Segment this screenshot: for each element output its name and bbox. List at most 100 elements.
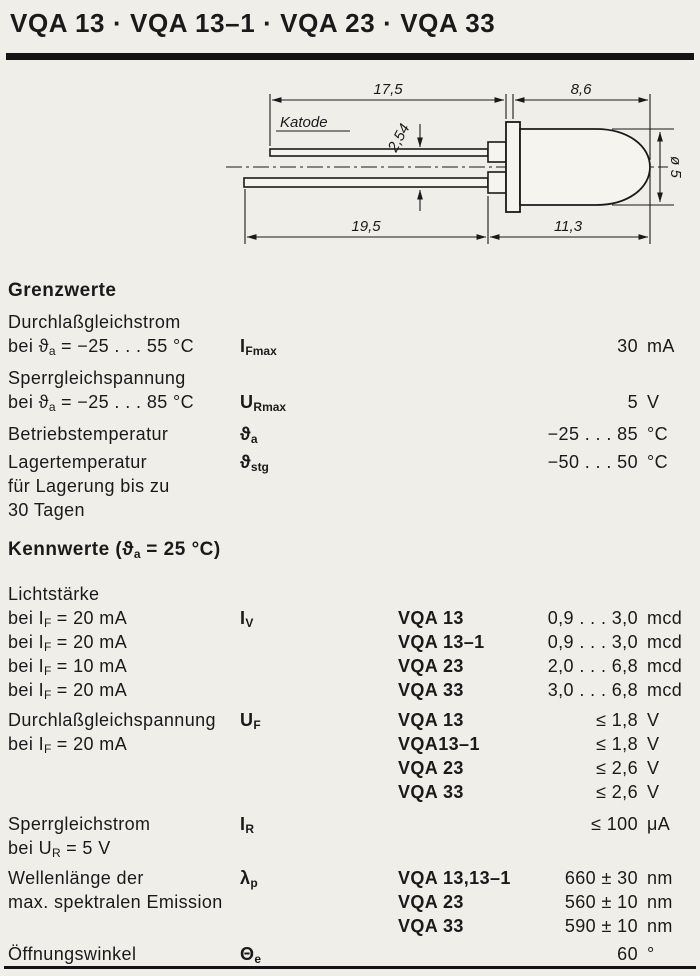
condition-subscript: R: [52, 846, 61, 860]
device-type: VQA 33: [398, 916, 464, 936]
param-condition: bei IF = 10 mA: [8, 654, 240, 678]
spacer-cell: [398, 334, 528, 358]
value: 660 ± 30: [564, 868, 638, 888]
symbol-subscript: stg: [250, 460, 269, 474]
table-row: VQA 33 ≤ 2,6 V: [8, 780, 692, 804]
unit: mcd: [647, 632, 683, 652]
symbol-main: U: [240, 392, 254, 412]
symbol-main: I: [240, 336, 246, 356]
unit: V: [647, 734, 660, 754]
table-row: bei IF = 20 mA VQA 33 3,0 . . . 6,8 mcd: [8, 678, 692, 702]
value: 2,0 . . . 6,8: [547, 656, 638, 676]
device-type: VQA 23: [398, 892, 464, 912]
unit: °C: [647, 452, 668, 472]
param-condition: bei IF = 20 mA: [8, 732, 240, 756]
device-type: VQA13–1: [398, 734, 480, 754]
symbol-main: I: [240, 814, 246, 834]
table-row: für Lagerung bis zu: [8, 474, 692, 498]
value: ≤ 1,8: [596, 710, 638, 730]
value: 0,9 . . . 3,0: [547, 608, 638, 628]
symbol-subscript: p: [250, 876, 258, 890]
value: ≤ 100: [591, 814, 638, 834]
symbol: IV: [240, 606, 398, 630]
symbol-subscript: F: [253, 718, 261, 732]
param-label: Sperrgleichstrom: [8, 814, 151, 834]
condition-subscript: F: [44, 640, 52, 654]
table-row: Betriebstemperatur ϑa −25 . . . 85 °C: [8, 422, 692, 446]
symbol-subscript: V: [245, 616, 254, 630]
dim-label-diameter: ø 5: [667, 156, 684, 178]
unit: nm: [647, 868, 673, 888]
value: ≤ 2,6: [596, 782, 638, 802]
unit: nm: [647, 892, 673, 912]
page-title: VQA 13 · VQA 13–1 · VQA 23 · VQA 33: [10, 8, 496, 38]
symbol: IR: [240, 812, 398, 836]
symbol-main: Θ: [240, 944, 255, 964]
spacer-cell: [240, 678, 398, 702]
unit: V: [647, 392, 660, 412]
heading-text: Kennwerte (ϑ: [8, 539, 134, 560]
condition-text: bei I: [8, 608, 45, 628]
value: 3,0 . . . 6,8: [547, 680, 638, 700]
condition-text: = 20 mA: [51, 608, 128, 628]
symbol-subscript: Rmax: [253, 400, 287, 414]
spacer-cell: [240, 630, 398, 654]
param-label: Wellenlänge der: [8, 868, 144, 888]
led-body: [519, 128, 651, 206]
table-row: bei IF = 20 mA VQA13–1 ≤ 1,8 V: [8, 732, 692, 756]
param-label: Sperrgleichspannung: [8, 368, 186, 388]
led-flange: [505, 121, 521, 213]
symbol: ϑstg: [240, 450, 398, 474]
value: 560 ± 10: [564, 892, 638, 912]
symbol-subscript: e: [254, 952, 262, 966]
table-row: bei IF = 20 mA VQA 13–1 0,9 . . . 3,0 mc…: [8, 630, 692, 654]
value: 0,9 . . . 3,0: [547, 632, 638, 652]
led-package: [243, 121, 651, 213]
heading-text: = 25 °C): [140, 539, 221, 560]
spacer-cell: [8, 780, 240, 804]
symbol: λp: [240, 866, 398, 890]
katode-label: Katode: [280, 114, 328, 131]
spacer-cell: [398, 812, 528, 836]
param-label: 30 Tagen: [8, 500, 85, 520]
condition-text: = 20 mA: [51, 734, 128, 754]
table-row: VQA 33 590 ± 10 nm: [8, 914, 692, 938]
dim-label-lead-bottom: 19,5: [351, 218, 381, 235]
unit: μA: [647, 814, 671, 834]
title-rule: [6, 53, 694, 60]
param-condition: bei IF = 20 mA: [8, 606, 240, 630]
param-label: max. spektralen Emission: [8, 892, 223, 912]
device-type: VQA 13–1: [398, 632, 485, 652]
table-row: 30 Tagen: [8, 498, 692, 522]
spacer-cell: [8, 756, 240, 780]
device-type: VQA 23: [398, 758, 464, 778]
param-label: für Lagerung bis zu: [8, 476, 170, 496]
led-dimension-drawing: 17,5 8,6 Katode 2,54 ø 5 19,5 11,3: [226, 81, 684, 244]
dim-label-body-bottom: 11,3: [554, 218, 583, 235]
condition-subscript: F: [44, 742, 52, 756]
anode-tab: [487, 171, 507, 194]
dimension-lines: [244, 94, 674, 244]
condition-text: = 5 V: [60, 838, 111, 858]
unit: mcd: [647, 680, 683, 700]
device-type: VQA 33: [398, 680, 464, 700]
anode-lead: [243, 177, 489, 188]
value: 5: [627, 392, 638, 412]
value: ≤ 2,6: [596, 758, 638, 778]
symbol-subscript: a: [250, 432, 258, 446]
spacer-cell: [240, 654, 398, 678]
symbol-main: U: [240, 710, 254, 730]
unit: °: [647, 944, 655, 964]
table-row: Lagertemperatur ϑstg −50 . . . 50 °C: [8, 450, 692, 474]
condition-text: bei I: [8, 734, 45, 754]
param-label: Öffnungswinkel: [8, 944, 137, 964]
cathode-lead: [269, 148, 489, 157]
dim-label-lead-top: 17,5: [373, 81, 403, 98]
dimension-labels: 17,5 8,6 Katode 2,54 ø 5 19,5 11,3: [280, 81, 684, 235]
value: −50 . . . 50: [547, 452, 638, 472]
symbol: URmax: [240, 390, 398, 414]
table-row: Öffnungswinkel Θe 60 °: [8, 942, 692, 966]
value: 30: [617, 336, 638, 356]
param-label: Durchlaßgleichstrom: [8, 312, 181, 332]
table-row: Sperrgleichstrom IR ≤ 100 μA: [8, 812, 692, 836]
